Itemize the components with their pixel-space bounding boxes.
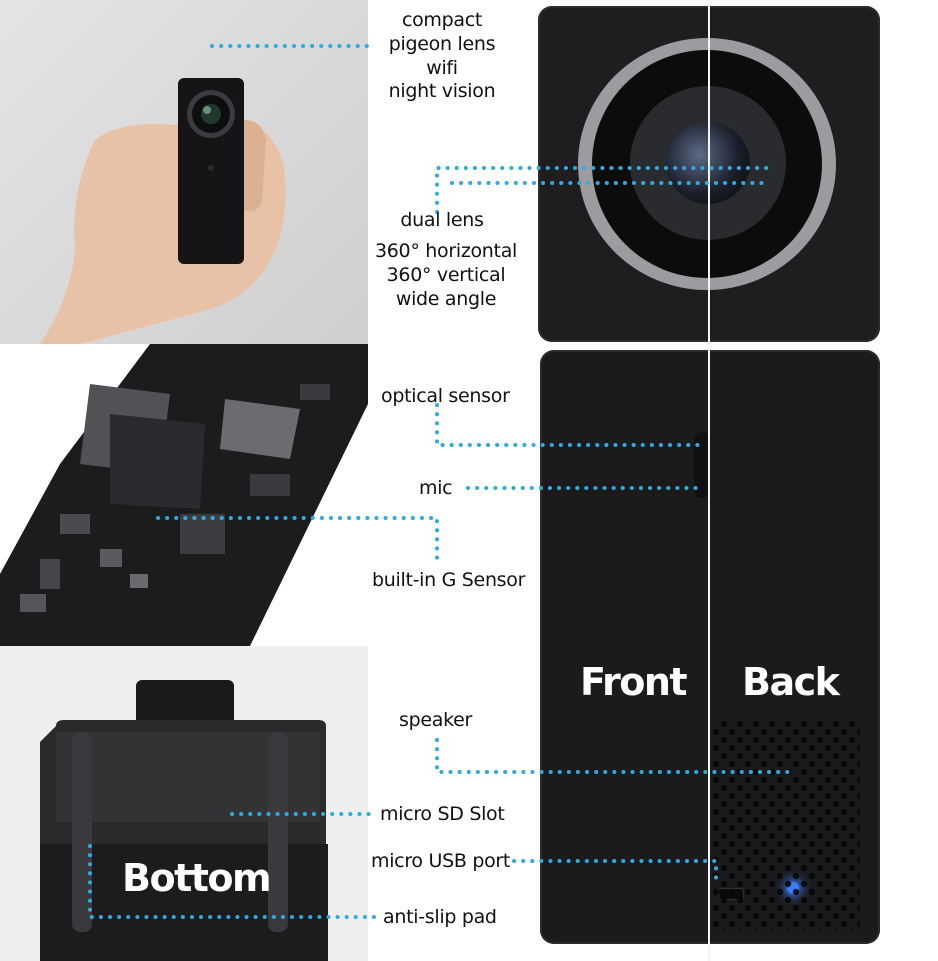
photo-camera-bottom: Bottom [0,646,368,961]
photo-circuit-board [0,344,368,646]
circuit-board-illustration [0,344,368,646]
label-pigeon-lens: pigeon lens [388,33,496,55]
label-night-vision: night vision [388,80,496,102]
label-micro-sd-slot: micro SD Slot [380,803,505,825]
label-compact: compact [401,9,483,31]
label-wide-angle: wide angle [395,288,497,310]
optical-sensor-window [694,432,710,498]
photo-hand-holding-camera [0,0,368,344]
label-dual-lens: dual lens [400,209,484,231]
front-back-divider [708,0,710,961]
hand-camera-illustration [40,78,286,344]
back-view-label: Back [742,660,840,704]
label-anti-slip-pad: anti-slip pad [383,906,497,928]
label-speaker: speaker [399,709,473,731]
front-view-label: Front [580,660,688,704]
label-mic: mic [419,477,453,499]
label-360-vertical: 360° vertical [386,264,506,286]
bottom-view-label: Bottom [122,856,272,900]
camera-bottom-illustration [40,680,328,961]
label-wifi: wifi [426,57,458,79]
label-g-sensor: built-in G Sensor [372,569,526,591]
label-micro-usb-port: micro USB port [371,850,511,872]
label-optical-sensor: optical sensor [381,385,510,407]
label-360-horizontal: 360° horizontal [374,240,518,262]
